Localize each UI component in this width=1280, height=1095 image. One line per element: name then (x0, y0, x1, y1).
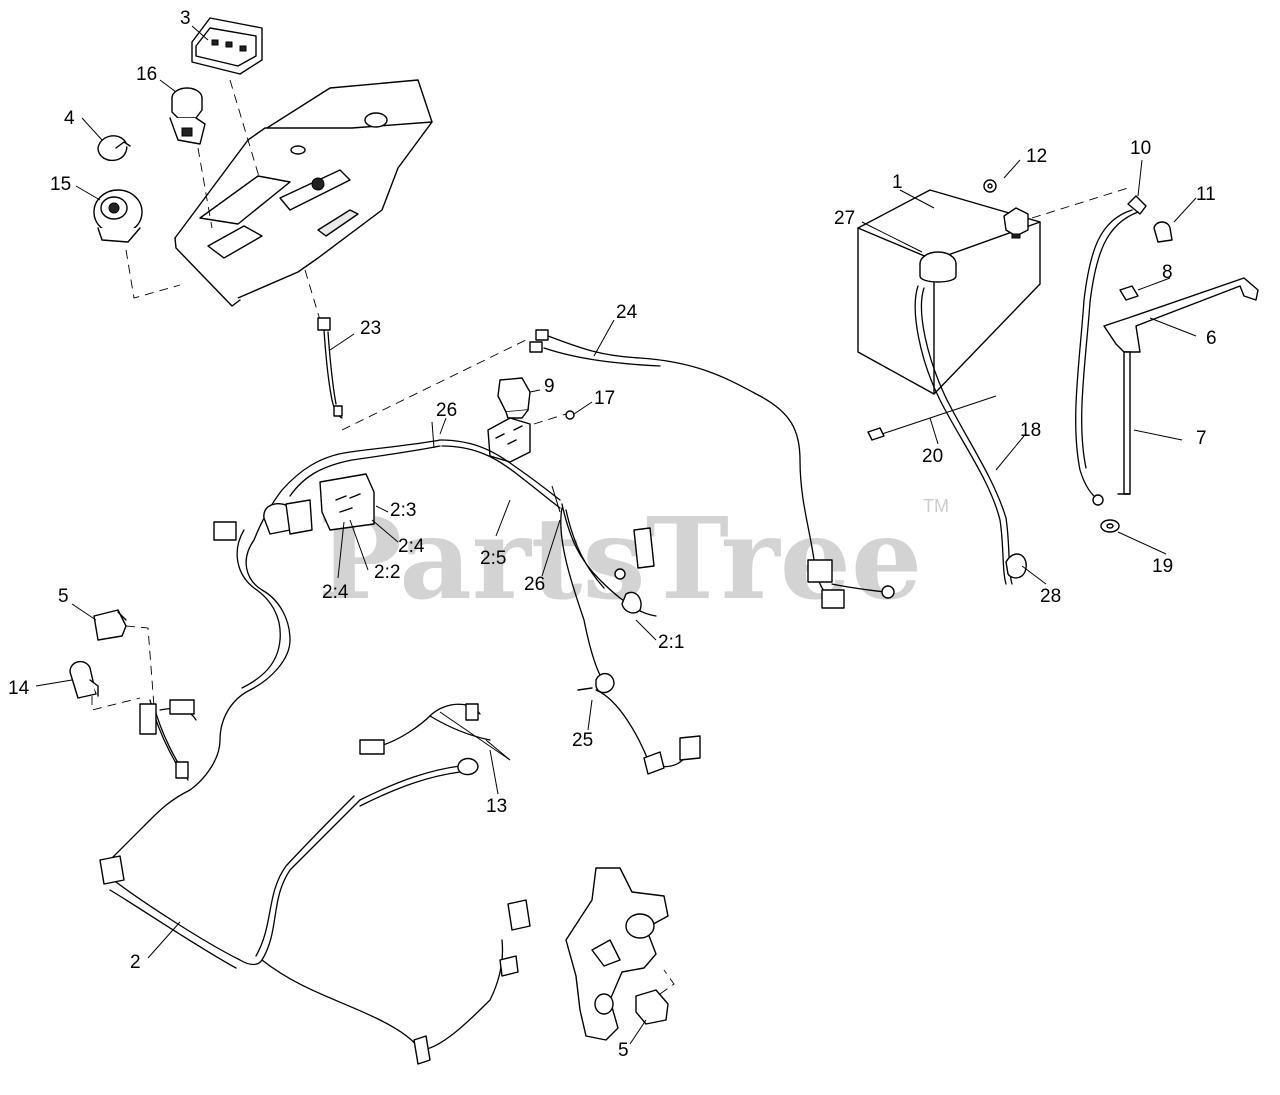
negative-cable-10-part (1075, 195, 1147, 506)
callout-2-4-lower: 2:4 (322, 582, 349, 603)
rod-7-part (1117, 351, 1131, 495)
callout-26-lower: 26 (524, 574, 545, 595)
callout-labels: 1 2 2:1 2:2 2:3 2:4 2:4 2:5 3 4 5 5 6 7 … (8, 8, 1217, 1061)
callout-20: 20 (922, 446, 943, 467)
callout-14: 14 (8, 678, 30, 699)
harness-jumper-part (317, 317, 343, 419)
relay-base-part (487, 417, 531, 463)
relay-part (497, 377, 531, 419)
callout-3: 3 (180, 8, 191, 29)
control-panel (174, 79, 433, 307)
switch-5-left-part (93, 609, 127, 641)
callout-19: 19 (1152, 556, 1173, 577)
callout-5-bottom: 5 (618, 1040, 629, 1061)
callout-26-upper: 26 (436, 400, 457, 421)
callout-12: 12 (1026, 146, 1047, 167)
hour-meter-part (191, 17, 263, 75)
seat-harness-13-part (439, 711, 511, 761)
callout-2-5: 2:5 (480, 548, 506, 569)
callout-7: 7 (1196, 428, 1207, 449)
screw-17-part (533, 410, 575, 425)
callout-13: 13 (486, 796, 507, 817)
ignition-switch-part (93, 189, 143, 243)
callout-17: 17 (594, 388, 615, 409)
callout-23: 23 (360, 318, 381, 339)
bracket-6-part (1103, 277, 1259, 353)
battery-part (857, 189, 1041, 395)
callout-25: 25 (572, 730, 593, 751)
callout-16: 16 (136, 64, 157, 85)
callout-1: 1 (892, 172, 903, 193)
callout-11: 11 (1196, 184, 1216, 205)
callout-2-2: 2:2 (374, 562, 400, 583)
main-harness-part (99, 439, 701, 1065)
clip-25-part (577, 687, 593, 691)
callout-2-3: 2:3 (390, 500, 416, 521)
switch-14-part (69, 661, 99, 699)
washer-19-part (1100, 519, 1120, 533)
callout-18: 18 (1020, 420, 1041, 441)
leader-lines (35, 25, 1197, 1045)
callout-2-1: 2:1 (658, 632, 684, 653)
callout-2-4-upper: 2:4 (398, 536, 425, 557)
bolt-8-part (1119, 285, 1139, 301)
switch-5-bottom-part (635, 969, 675, 1025)
callout-5-left: 5 (58, 586, 69, 607)
callout-6: 6 (1206, 328, 1217, 349)
washer-12-part (983, 179, 997, 193)
positive-cable-18-part (914, 285, 1027, 585)
switch-part (169, 87, 206, 145)
watermark-trademark: TM (923, 496, 949, 516)
tie-strap-part (431, 421, 561, 513)
tie-strap-20-part (867, 395, 997, 441)
callout-8: 8 (1162, 262, 1173, 283)
pedal-bracket-part (565, 867, 669, 1041)
callout-9: 9 (544, 376, 555, 397)
battery-terminal-cover-27-part (919, 251, 957, 283)
callout-24: 24 (616, 302, 638, 323)
harness-24-part (529, 329, 895, 609)
callout-27: 27 (834, 208, 855, 229)
callout-15: 15 (50, 174, 71, 195)
callout-4: 4 (64, 108, 75, 129)
ignition-key-part (97, 135, 131, 162)
callout-2: 2 (130, 952, 141, 973)
callout-28: 28 (1040, 586, 1061, 607)
callout-10: 10 (1130, 138, 1151, 159)
bolt-11-part (1153, 221, 1173, 243)
